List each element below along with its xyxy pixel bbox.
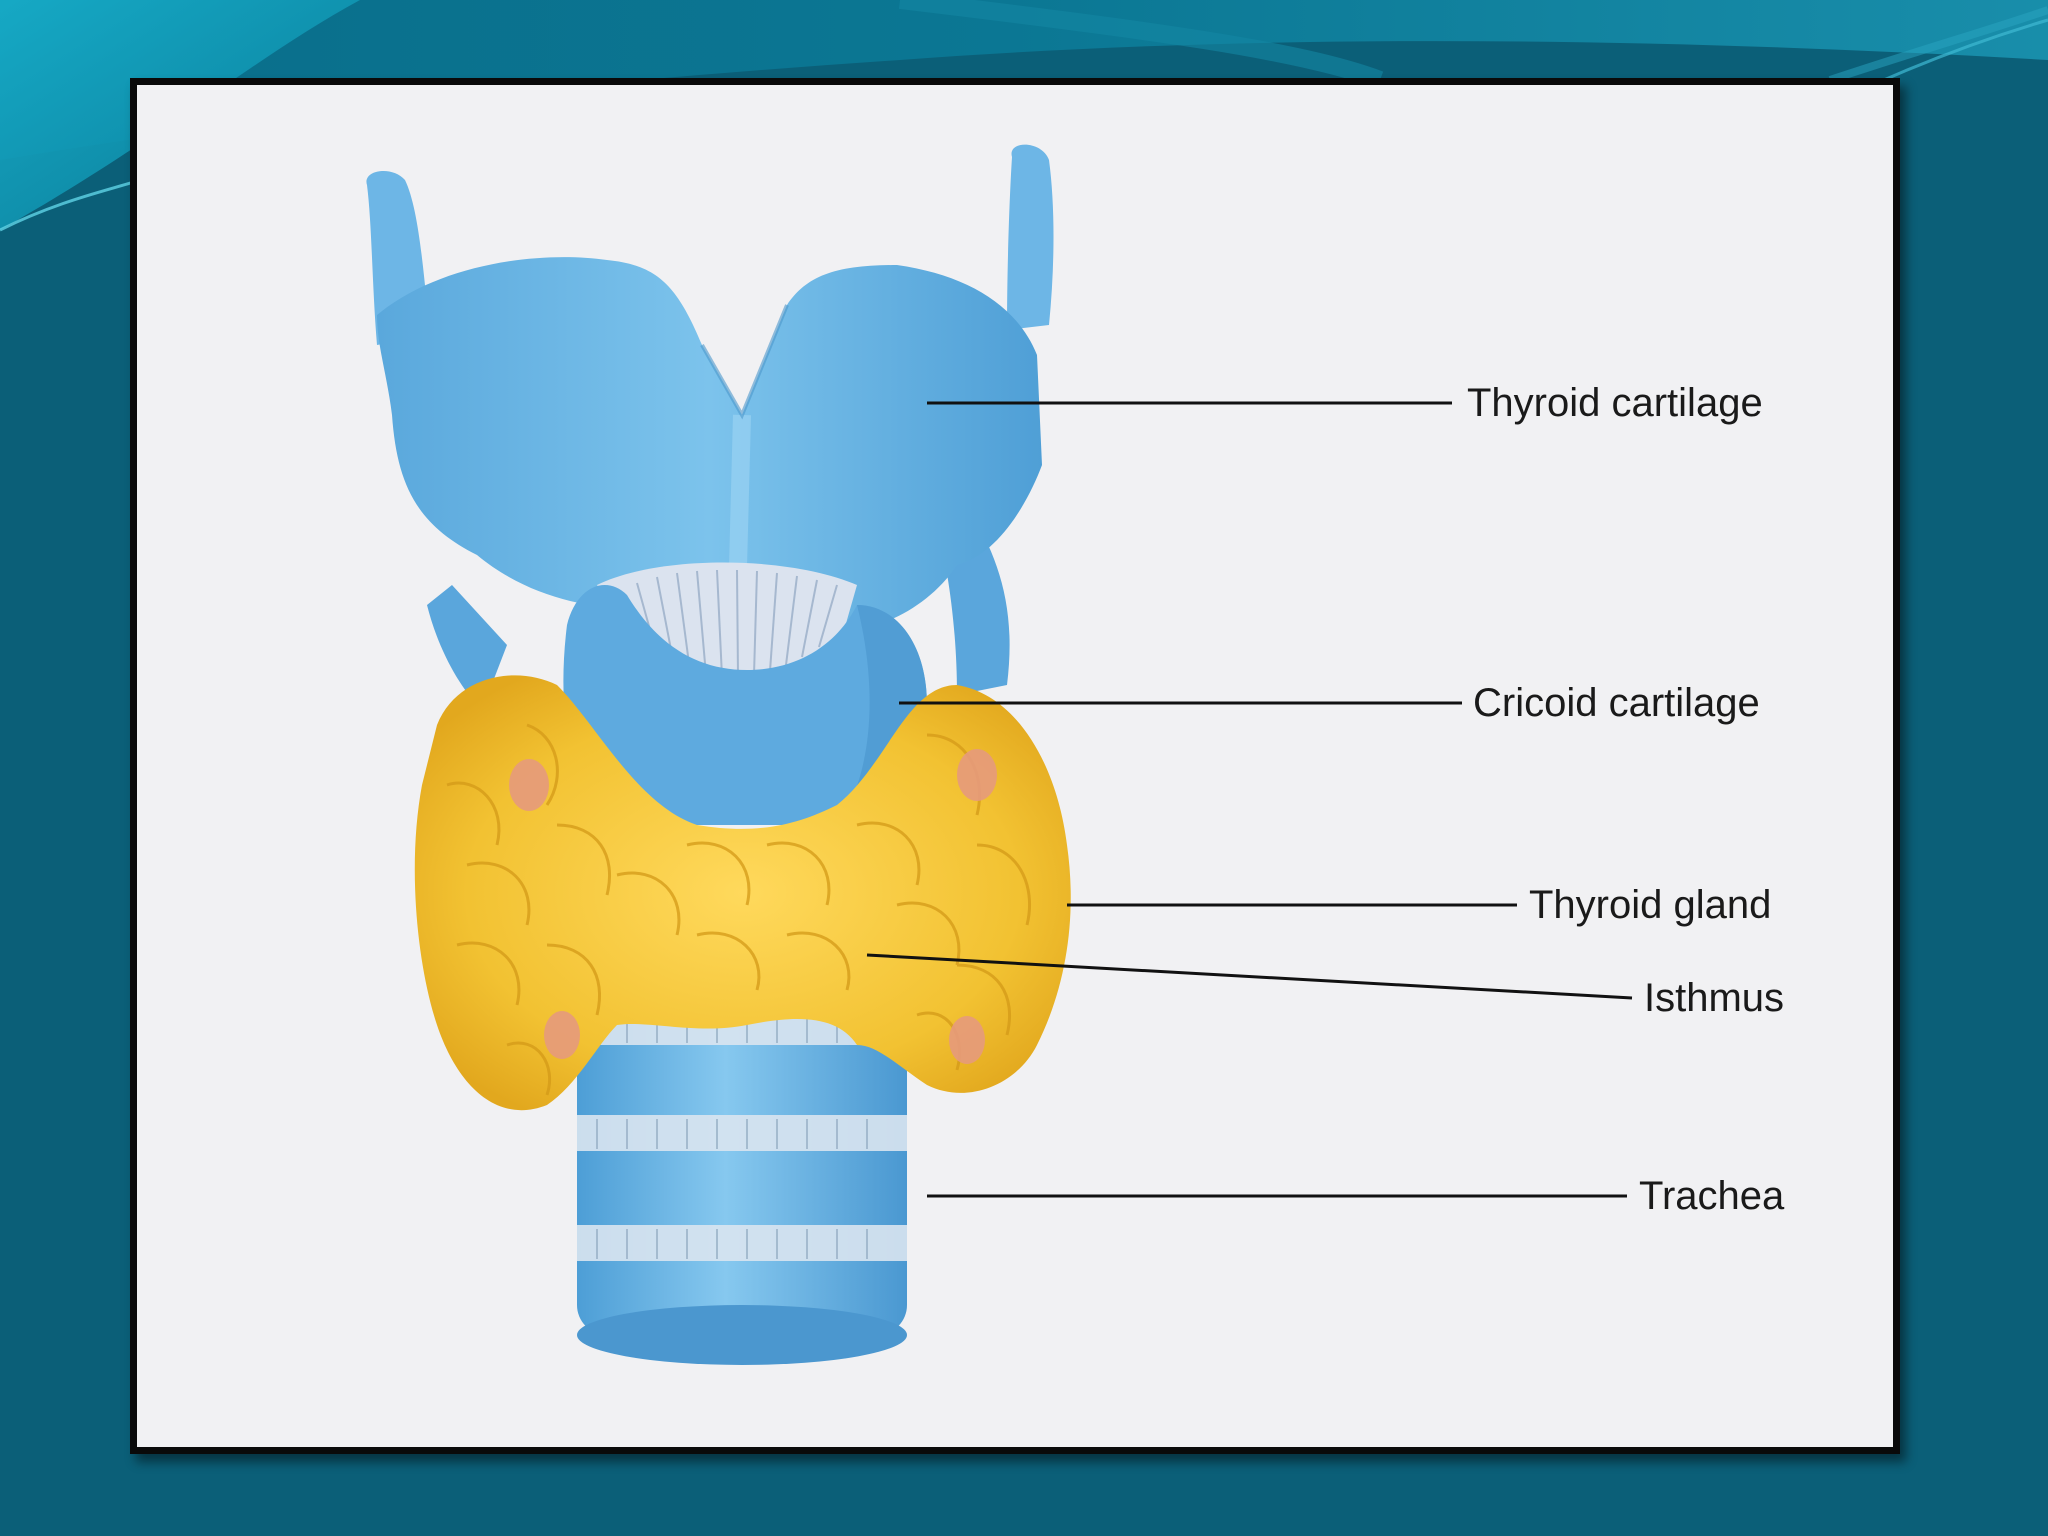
leader-isthmus (866, 953, 1633, 1000)
thyroid-gland-shape (414, 675, 1071, 1111)
trachea-shape (577, 1005, 907, 1365)
label-trachea: Trachea (1639, 1174, 1785, 1218)
larynx-thyroid-illustration (366, 144, 1633, 1365)
label-isthmus: Isthmus (1644, 976, 1785, 1020)
thyroid-cartilage-shape (366, 144, 1054, 710)
label-thyroid-gland: Thyroid gland (1529, 883, 1772, 927)
leader-lines (866, 401, 1633, 1198)
label-cricoid-cartilage: Cricoid cartilage (1473, 681, 1760, 725)
figure-frame: Thyroid cartilage Cricoid cartilage Thyr… (130, 78, 1900, 1454)
label-thyroid-cartilage: Thyroid cartilage (1467, 381, 1763, 425)
